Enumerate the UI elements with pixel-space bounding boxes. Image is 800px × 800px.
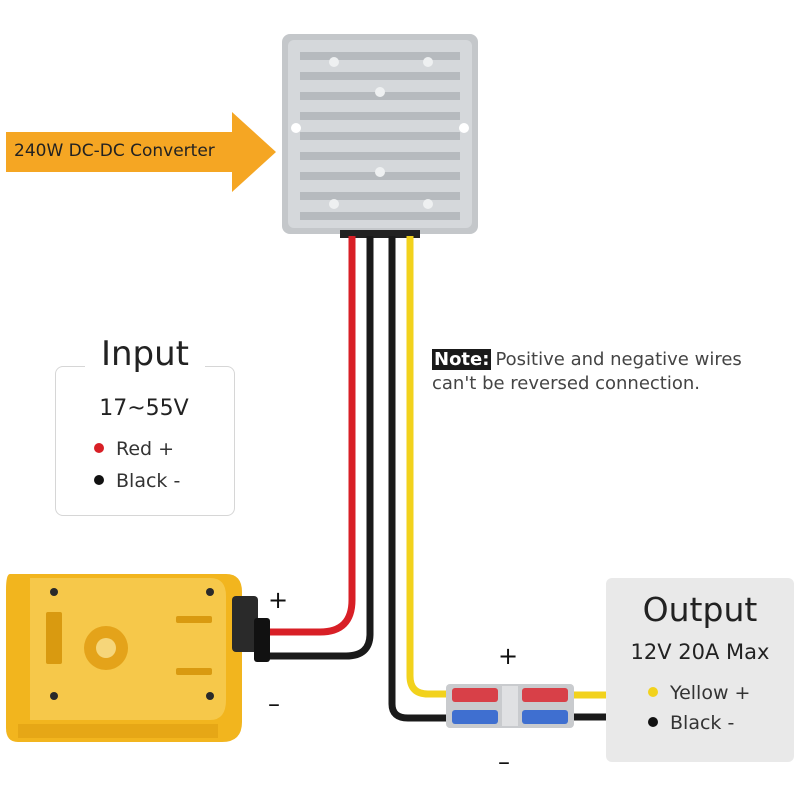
output-yellow-wire (406, 236, 448, 698)
note-line-1: Positive and negative wires (495, 349, 742, 370)
battery-minus-sign: – (268, 690, 280, 718)
input-legend-red: Red + (94, 438, 174, 460)
red-dot-icon (94, 442, 104, 453)
converter-label: 240W DC-DC Converter (14, 141, 215, 161)
converter-label-arrow (6, 112, 276, 192)
output-spec: 12V 20A Max (630, 640, 770, 664)
wire-connector (446, 684, 574, 728)
output-legend-yellow: Yellow + (648, 682, 750, 704)
battery-adapter (6, 574, 270, 742)
connector-plus-sign: + (498, 642, 519, 670)
yellow-dot-icon (648, 686, 658, 697)
input-legend-black-label: Black - (116, 470, 181, 492)
output-legend-black-label: Black - (670, 712, 735, 734)
black-dot-icon (648, 716, 658, 727)
output-spec-box (606, 578, 794, 762)
input-voltage-range: 17~55V (99, 396, 189, 421)
connector-minus-sign: – (498, 748, 510, 776)
black-dot-icon (94, 474, 104, 485)
output-legend-black: Black - (648, 712, 734, 734)
note-line-2: can't be reversed connection. (432, 373, 700, 394)
input-legend-black: Black - (94, 470, 180, 492)
note-tag: Note: (432, 349, 492, 370)
input-red-wire (260, 236, 356, 636)
input-title: Input (85, 334, 205, 374)
input-black-wire (260, 236, 374, 660)
output-legend-yellow-label: Yellow + (670, 682, 751, 704)
dc-dc-converter (282, 34, 478, 238)
battery-plus-sign: + (268, 586, 289, 614)
output-title: Output (642, 590, 758, 629)
input-legend-red-label: Red + (116, 438, 175, 460)
output-black-wire (388, 236, 448, 722)
polarity-note: Note:Positive and negative wires can't b… (432, 348, 792, 396)
